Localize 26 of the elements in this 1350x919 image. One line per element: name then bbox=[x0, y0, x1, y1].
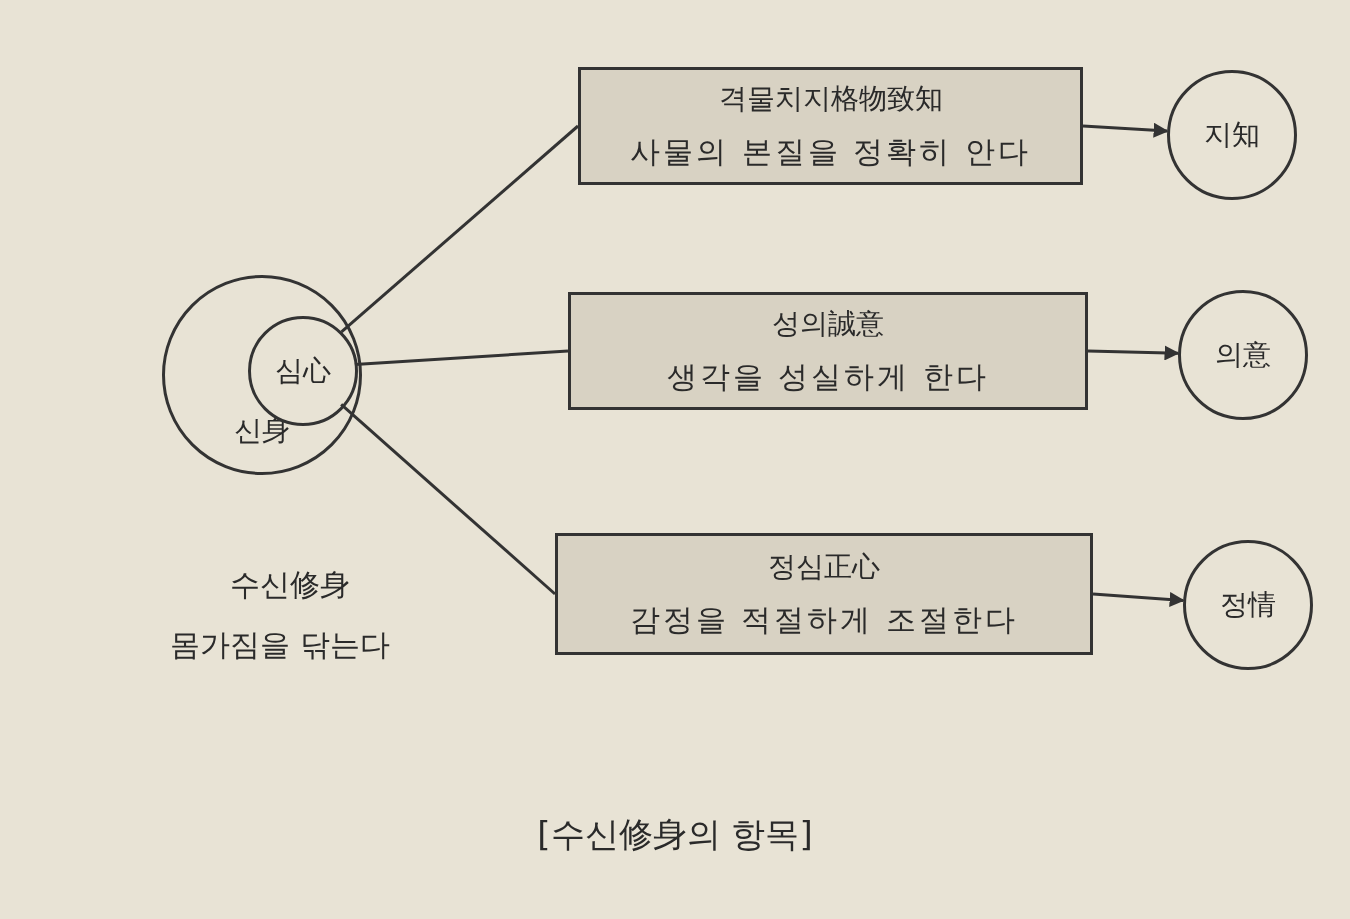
step-box bbox=[578, 67, 1083, 185]
result-circle bbox=[1183, 540, 1313, 670]
result-circle bbox=[1167, 70, 1297, 200]
step-box bbox=[568, 292, 1088, 410]
circle-label: 의意 bbox=[1215, 337, 1271, 373]
figure-caption: [수신修身의 항목] bbox=[536, 813, 814, 856]
arrow bbox=[1082, 122, 1169, 138]
step-heading: 정심正心 bbox=[768, 548, 880, 585]
step-description: 생각을 성실하게 한다 bbox=[666, 357, 990, 396]
circle-label: 정情 bbox=[1220, 587, 1276, 623]
result-circle bbox=[1178, 290, 1308, 420]
connector-line bbox=[340, 124, 579, 334]
step-description: 사물의 본질을 정확히 안다 bbox=[630, 132, 1031, 171]
step-heading: 성의誠意 bbox=[772, 305, 884, 342]
step-box bbox=[555, 533, 1093, 655]
outer-circle bbox=[162, 275, 362, 475]
arrow bbox=[1087, 345, 1180, 361]
step-description: 감정을 적절하게 조절한다 bbox=[629, 600, 1019, 639]
step-heading: 격물치지格物致知 bbox=[718, 80, 943, 117]
circle-label: 신身 bbox=[233, 413, 291, 449]
circle-label: 지知 bbox=[1204, 117, 1260, 153]
circle-label: 심心 bbox=[275, 353, 331, 389]
node-caption: 몸가짐을 닦는다 bbox=[170, 626, 390, 664]
arrow bbox=[1092, 591, 1185, 607]
connector-line bbox=[340, 403, 556, 596]
node-caption: 수신修身 bbox=[230, 566, 350, 604]
